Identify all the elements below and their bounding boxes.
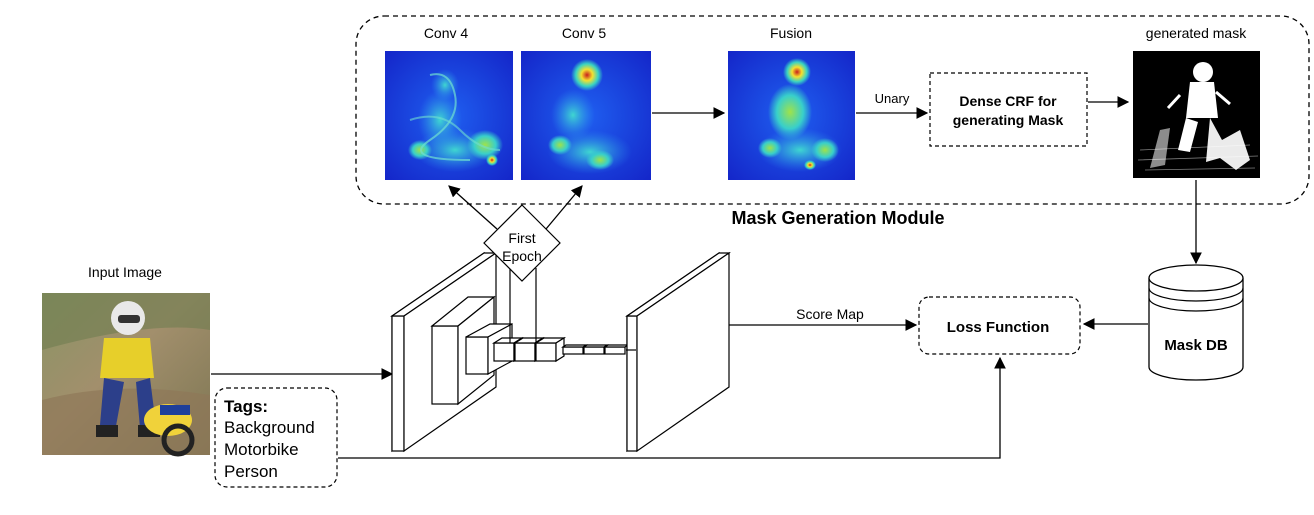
- network-encoder: [390, 251, 630, 453]
- unary-label: Unary: [875, 91, 910, 106]
- first-epoch-line2: Epoch: [502, 248, 542, 264]
- conv4-heatmap: [385, 51, 513, 180]
- first-epoch-line1: First: [508, 230, 535, 246]
- input-image: [42, 293, 210, 457]
- tags-box: [214, 387, 338, 488]
- loss-function-box: [918, 296, 1081, 355]
- tag-item-person: Person: [224, 462, 278, 481]
- module-title: Mask Generation Module: [731, 208, 944, 228]
- dense-crf-line1: Dense CRF for: [959, 93, 1057, 109]
- tag-item-background: Background: [224, 418, 315, 437]
- dense-crf-line2: generating Mask: [953, 112, 1064, 128]
- generated-mask-label: generated mask: [1146, 25, 1247, 41]
- mask-db-cylinder: [1148, 264, 1244, 381]
- fusion-heatmap: [728, 51, 855, 180]
- arrow-tags-to-loss: [338, 356, 1006, 459]
- first-epoch-diamond: [483, 204, 561, 282]
- conv5-label: Conv 5: [562, 25, 607, 41]
- dense-crf-box: [929, 72, 1088, 147]
- score-map-label: Score Map: [796, 306, 864, 322]
- tag-item-motorbike: Motorbike: [224, 440, 299, 459]
- tags-title: Tags:: [224, 397, 268, 416]
- generated-mask-image: [1133, 51, 1260, 178]
- mask-db-label: Mask DB: [1164, 337, 1228, 354]
- input-image-label: Input Image: [88, 264, 162, 280]
- conv5-heatmap: [521, 51, 651, 180]
- loss-function-label: Loss Function: [947, 319, 1050, 336]
- arrow-epoch-to-conv5: [545, 185, 583, 230]
- fusion-label: Fusion: [770, 25, 812, 41]
- conv4-label: Conv 4: [424, 25, 469, 41]
- arrow-epoch-to-conv4: [448, 185, 498, 230]
- network-output-layer: [625, 251, 731, 453]
